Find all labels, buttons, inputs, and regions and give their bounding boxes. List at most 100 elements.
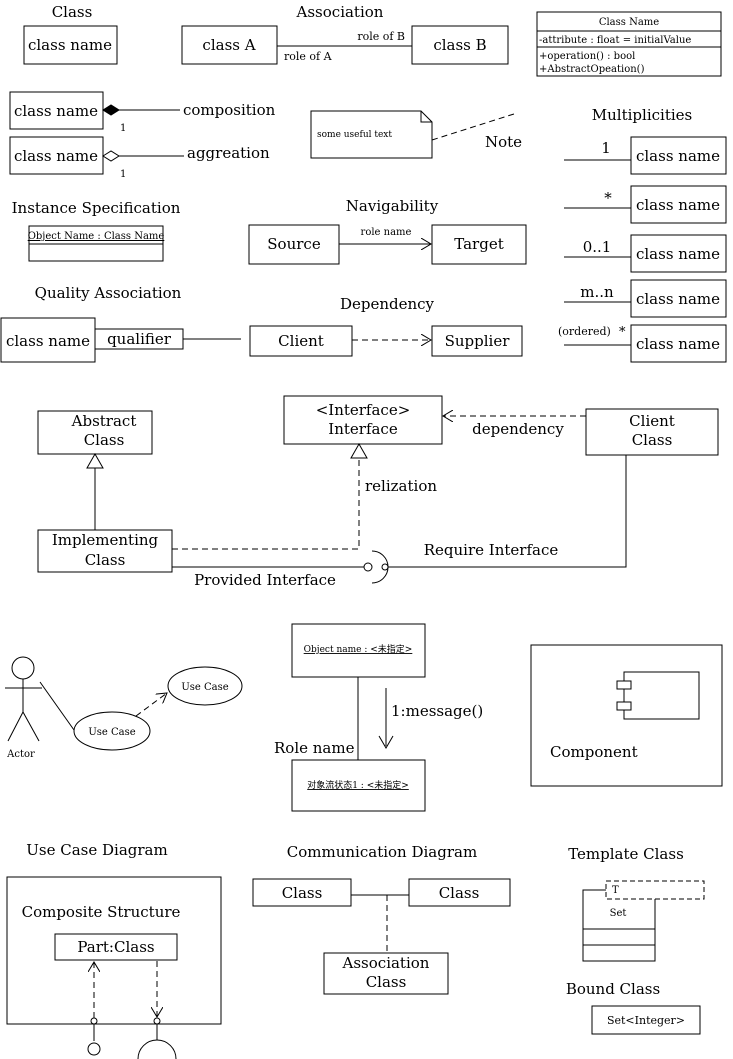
multiplicities-title: Multiplicities — [592, 106, 692, 124]
mult-row-3: 0..1 class name — [564, 234, 727, 273]
use-case-1 — [73, 711, 151, 751]
composition-diamond-icon — [102, 104, 120, 116]
communication-class-2 — [408, 878, 511, 907]
class-title: Class — [52, 3, 93, 21]
composite-title: Composite Structure — [22, 903, 181, 921]
mult-box-label: class name — [636, 196, 720, 214]
communication-class-1-label: Class — [282, 884, 323, 902]
supplier-label: Supplier — [445, 332, 511, 350]
use-case-2-label: Use Case — [181, 682, 228, 693]
mult-value: * — [604, 189, 612, 207]
class-detail: Class Name -attribute : float = initialV… — [536, 11, 722, 77]
implementing-class-l1: Implementing — [52, 531, 159, 549]
interface-name: Interface — [328, 420, 398, 438]
class-box-label: class name — [28, 36, 112, 54]
bound-class-name: Set<Integer> — [607, 1014, 685, 1027]
dependency-title: Dependency — [340, 295, 435, 313]
object-box-1 — [291, 623, 426, 678]
client-label: Client — [278, 332, 324, 350]
object-1-label: Object name : <未指定> — [304, 643, 413, 655]
interface-dependency-label: dependency — [472, 420, 564, 438]
composition-mult: 1 — [120, 123, 126, 134]
message-label: 1:message() — [391, 702, 483, 720]
mult-prefix: (ordered) — [558, 325, 611, 338]
template-parameter-box — [605, 880, 705, 900]
class-detail-op1: +operation() : bool — [539, 51, 635, 62]
client-class-l2: Class — [632, 431, 673, 449]
sequence-objects: Object name : <未指定> 对象流状态1 : <未指定> 1:mes… — [274, 623, 483, 812]
mult-value: 1 — [601, 139, 611, 157]
supplier-box — [431, 325, 523, 357]
abstract-class-box — [37, 410, 153, 455]
mult-box-label: class name — [636, 290, 720, 308]
communication-class-1 — [252, 878, 352, 907]
class-a-label: class A — [202, 36, 255, 54]
class-detail-name: Class Name — [599, 17, 659, 28]
class-detail-attribute: -attribute : float = initialValue — [539, 35, 691, 46]
component: Component — [530, 644, 723, 787]
note-anchor-line — [431, 112, 518, 141]
note-label: Note — [485, 133, 522, 151]
multiplicities: Multiplicities 1 class name * class name… — [558, 106, 727, 363]
part-label: Part:Class — [77, 938, 154, 956]
actor-icon — [5, 656, 42, 742]
dependency: Dependency Client Supplier — [249, 295, 523, 357]
require-interface-label: Require Interface — [424, 541, 559, 559]
interface-section: Abstract Class <Interface> Interface Cli… — [37, 395, 719, 589]
template-class: Template Class T Set — [568, 845, 705, 962]
part-box — [54, 933, 178, 961]
composition-box-label: class name — [14, 102, 98, 120]
class-a-box — [181, 25, 278, 65]
instance-specification: Instance Specification Object Name : Cla… — [12, 199, 181, 262]
class-section: Class class name — [23, 3, 118, 65]
association-title: Association — [296, 3, 384, 21]
component-label: Component — [550, 743, 638, 761]
instance-title: Instance Specification — [12, 199, 181, 217]
aggregation-diamond-icon — [102, 150, 120, 162]
bound-title: Bound Class — [566, 980, 660, 998]
provided-interface-label: Provided Interface — [194, 571, 336, 589]
qualifier-label: qualifier — [107, 330, 172, 348]
actor-label: Actor — [6, 749, 35, 760]
class-b-label: class B — [433, 36, 486, 54]
object-box-2 — [291, 759, 426, 812]
aggregation-label: aggreation — [187, 144, 270, 162]
aggregation-mult: 1 — [120, 169, 126, 180]
implementing-class-l2: Class — [85, 551, 126, 569]
interface-box — [283, 395, 443, 445]
communication-class-2-label: Class — [439, 884, 480, 902]
mult-row-4: m..n class name — [564, 279, 727, 318]
bound-class-box — [591, 1005, 701, 1035]
role-name-label: Role name — [274, 739, 355, 757]
template-param: T — [612, 885, 619, 896]
port-lollipop-icon — [87, 1042, 101, 1056]
communication-diagram: Communication Diagram Class Class Associ… — [252, 843, 511, 995]
implementing-class-box — [37, 529, 173, 573]
abstract-class-l2: Class — [84, 431, 125, 449]
qualified-association: Quality Association class name qualifier — [0, 284, 241, 363]
abstract-class-l1: Abstract — [71, 412, 137, 430]
mult-row-2: * class name — [564, 185, 727, 224]
mult-value: m..n — [580, 283, 614, 301]
note: some useful text Note — [310, 110, 522, 159]
realization-triangle-icon — [350, 442, 368, 459]
client-class-l1: Client — [629, 412, 675, 430]
source-label: Source — [267, 235, 321, 253]
mult-value: 0..1 — [583, 238, 612, 256]
aggregation-box — [9, 136, 104, 175]
template-class-name: Set — [610, 908, 627, 919]
mult-box-label: class name — [636, 245, 720, 263]
class-detail-box — [536, 11, 722, 77]
composition-label: composition — [183, 101, 276, 119]
aggregation: class name 1 aggreation — [9, 136, 270, 180]
mult-box-label: class name — [636, 147, 720, 165]
navigability-role: role name — [361, 227, 412, 238]
aggregation-box-label: class name — [14, 147, 98, 165]
bound-class: Bound Class Set<Integer> — [566, 980, 701, 1035]
template-class-box — [582, 889, 656, 962]
communication-title: Communication Diagram — [287, 843, 477, 861]
template-title: Template Class — [568, 845, 684, 863]
mult-row-1: 1 class name — [564, 136, 727, 175]
use-case: Actor Use Case Use Case Use Case Diagram — [5, 656, 243, 859]
qualified-title: Quality Association — [35, 284, 182, 302]
